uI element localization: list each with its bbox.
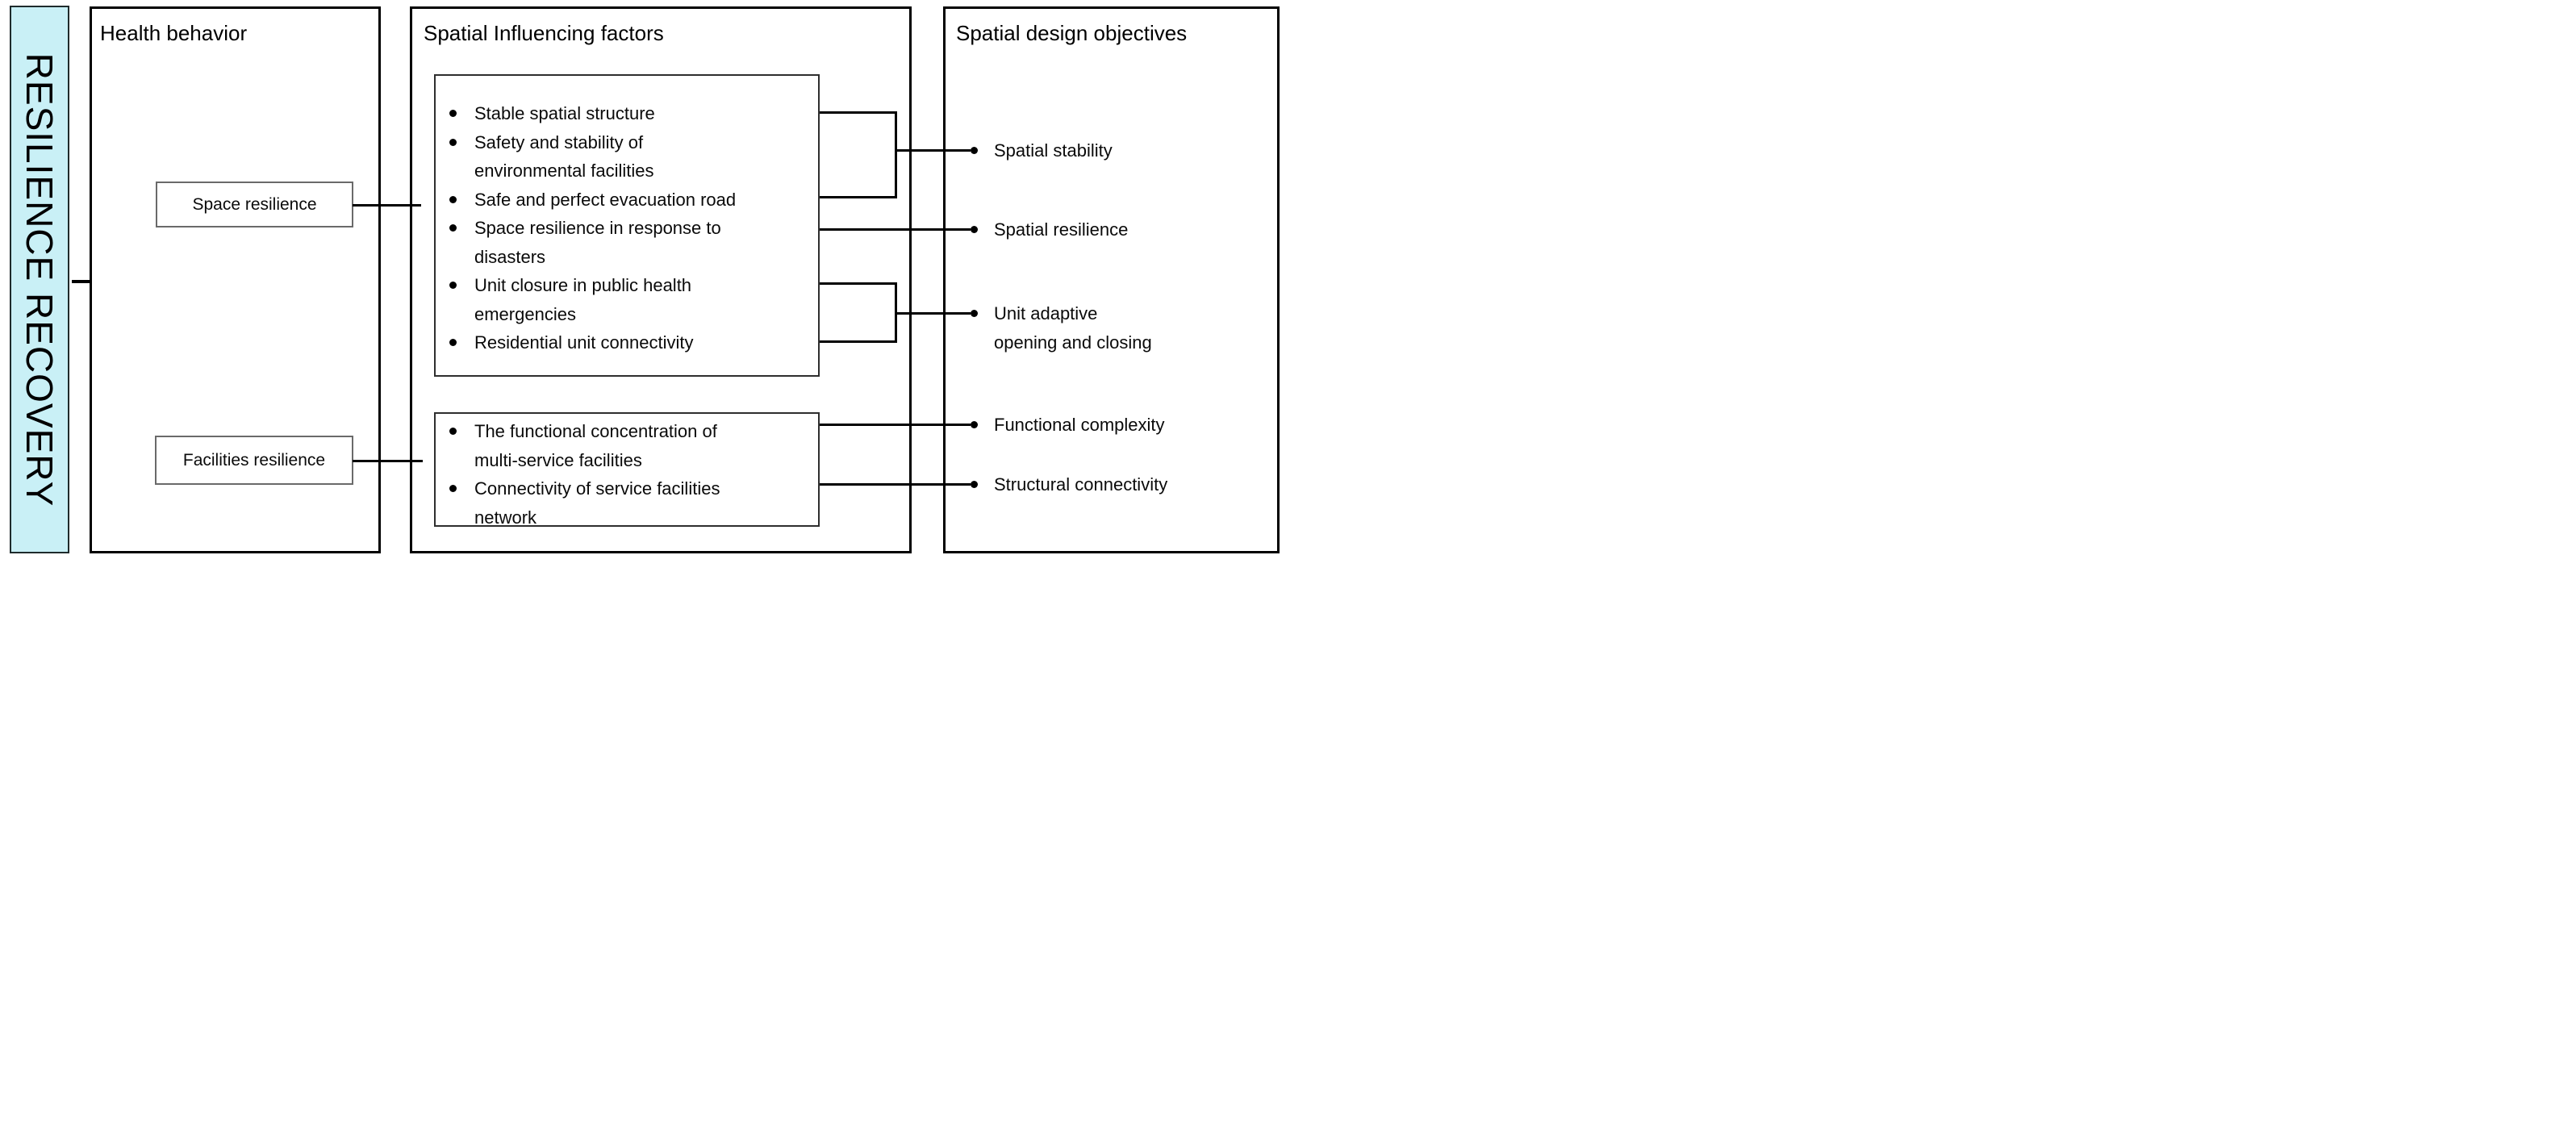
connector-to-unit-adaptive bbox=[895, 312, 971, 315]
bullet-icon bbox=[971, 481, 978, 488]
objective-text: Spatial stability bbox=[994, 140, 1113, 161]
bullet-icon bbox=[449, 224, 457, 232]
connector-to-structural-connectivity bbox=[820, 483, 971, 486]
objective-unit-adaptive: Unit adaptive opening and closing bbox=[971, 299, 1152, 357]
spatial-design-objectives-title: Spatial design objectives bbox=[956, 21, 1188, 45]
resilience-recovery-bar: RESILIENCE RECOVERY bbox=[10, 6, 69, 553]
bullet-icon bbox=[971, 226, 978, 233]
objective-spatial-stability: Spatial stability bbox=[971, 136, 1113, 165]
spatial-influencing-factors-title: Spatial Influencing factors bbox=[424, 21, 664, 45]
list-item: Stable spatial structure bbox=[436, 99, 812, 128]
health-behavior-title: Health behavior bbox=[100, 21, 248, 45]
bracket-unit-top bbox=[820, 282, 897, 285]
bullet-icon bbox=[449, 485, 457, 492]
factor-text: network bbox=[474, 507, 537, 528]
spatial-design-objectives-box bbox=[943, 6, 1280, 553]
bullet-icon bbox=[449, 195, 457, 203]
bullet-icon bbox=[449, 428, 457, 435]
bracket-stability-top bbox=[820, 111, 897, 114]
factor-text: Residential unit connectivity bbox=[474, 332, 694, 353]
bracket-stability-bottom bbox=[820, 196, 897, 198]
list-item: Connectivity of service facilities netwo… bbox=[436, 474, 812, 532]
connector-space-to-factors bbox=[353, 204, 421, 207]
list-item: Unit closure in public health emergencie… bbox=[436, 271, 812, 328]
bullet-icon bbox=[449, 110, 457, 117]
factor-text: disasters bbox=[474, 246, 546, 267]
connector-bar-to-health bbox=[72, 280, 90, 283]
resilience-recovery-label: RESILIENCE RECOVERY bbox=[19, 52, 61, 507]
factor-text: Safety and stability of bbox=[474, 131, 644, 152]
list-item: The functional concentration of multi-se… bbox=[436, 417, 812, 474]
factor-text: Unit closure in public health bbox=[474, 275, 692, 295]
objective-structural-connectivity: Structural connectivity bbox=[971, 470, 1167, 499]
bracket-stability-vertical bbox=[895, 111, 897, 198]
facilities-resilience-box: Facilities resilience bbox=[155, 436, 353, 485]
bullet-icon bbox=[971, 310, 978, 317]
space-resilience-box: Space resilience bbox=[156, 182, 353, 227]
factor-text: Stable spatial structure bbox=[474, 103, 655, 123]
factor-text: multi-service facilities bbox=[474, 449, 642, 470]
factor-text: The functional concentration of bbox=[474, 421, 717, 441]
connector-to-functional-complexity bbox=[820, 424, 971, 426]
list-item: Safety and stability of environmental fa… bbox=[436, 128, 812, 186]
objective-text: Functional complexity bbox=[994, 415, 1165, 435]
bullet-icon bbox=[971, 421, 978, 428]
space-factors-list: Stable spatial structure Safety and stab… bbox=[436, 76, 818, 357]
connector-to-spatial-resilience bbox=[820, 228, 971, 231]
list-item: Safe and perfect evacuation road bbox=[436, 186, 812, 215]
factor-text: Space resilience in response to bbox=[474, 218, 721, 238]
factor-text: Safe and perfect evacuation road bbox=[474, 189, 737, 210]
facility-factors-list-box: The functional concentration of multi-se… bbox=[434, 412, 820, 528]
objective-text: Structural connectivity bbox=[994, 474, 1168, 495]
bullet-icon bbox=[449, 138, 457, 146]
objective-text: Spatial resilience bbox=[994, 219, 1129, 240]
objective-functional-complexity: Functional complexity bbox=[971, 411, 1165, 440]
bracket-unit-bottom bbox=[820, 340, 897, 343]
factor-text: emergencies bbox=[474, 303, 576, 324]
resilience-framework-diagram: RESILIENCE RECOVERY Health behavior Spac… bbox=[0, 0, 1288, 566]
factor-text: environmental facilities bbox=[474, 161, 654, 181]
connector-to-spatial-stability bbox=[895, 149, 971, 152]
objective-text: opening and closing bbox=[994, 332, 1152, 353]
space-resilience-label: Space resilience bbox=[192, 194, 317, 214]
bullet-icon bbox=[449, 339, 457, 346]
objective-spatial-resilience: Spatial resilience bbox=[971, 215, 1128, 244]
bullet-icon bbox=[971, 147, 978, 154]
list-item: Space resilience in response to disaster… bbox=[436, 214, 812, 271]
connector-facilities-to-factors bbox=[353, 460, 423, 462]
space-factors-list-box: Stable spatial structure Safety and stab… bbox=[434, 74, 820, 377]
list-item: Residential unit connectivity bbox=[436, 328, 812, 357]
bullet-icon bbox=[449, 282, 457, 289]
factor-text: Connectivity of service facilities bbox=[474, 478, 720, 499]
facilities-resilience-label: Facilities resilience bbox=[182, 450, 326, 470]
facility-factors-list: The functional concentration of multi-se… bbox=[436, 414, 818, 532]
objective-text: Unit adaptive bbox=[994, 303, 1098, 323]
